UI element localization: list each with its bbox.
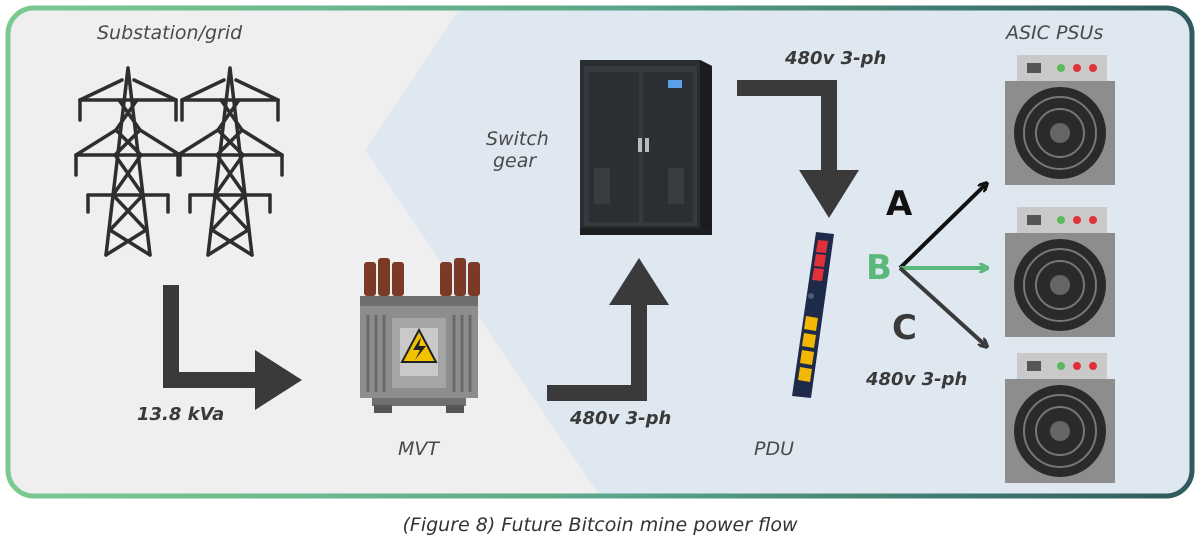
- pdu-strip-icon: [792, 232, 834, 398]
- transmission-tower-icon: [74, 66, 284, 257]
- switchgear-cabinet-icon: [580, 60, 712, 235]
- voltage-label-mid: 480v 3-ph: [570, 408, 672, 429]
- frame-border: [5, 5, 1195, 499]
- arrow-mvt-to-switchgear: [547, 258, 669, 401]
- switchgear-label-line2: gear: [493, 150, 537, 172]
- substation-label: Substation/grid: [97, 22, 243, 44]
- voltage-label-right: 480v 3-ph: [866, 369, 968, 390]
- phase-arrows: [898, 185, 985, 345]
- asic-psu-icons: [1005, 55, 1115, 483]
- phase-c-label: C: [892, 308, 917, 348]
- voltage-label-top: 480v 3-ph: [785, 48, 887, 69]
- phase-b-label: B: [866, 248, 892, 288]
- phase-a-label: A: [886, 184, 913, 224]
- mvt-label: MVT: [398, 438, 439, 460]
- transformer-icon: [360, 258, 480, 413]
- arrow-grid-to-mvt: [163, 285, 302, 410]
- kva-label: 13.8 kVa: [137, 404, 225, 425]
- figure-caption: (Figure 8) Future Bitcoin mine power flo…: [402, 514, 798, 536]
- asic-label: ASIC PSUs: [1006, 22, 1104, 44]
- arrow-switchgear-to-pdu: [737, 80, 859, 218]
- pdu-label: PDU: [754, 438, 794, 460]
- switchgear-label-line1: Switch: [486, 128, 549, 150]
